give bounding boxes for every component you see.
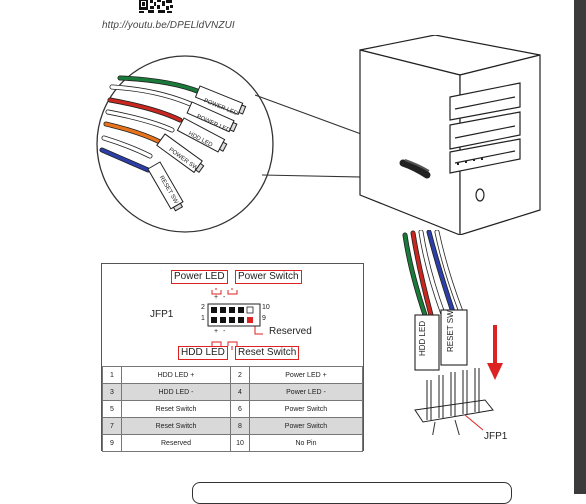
connector-label-jfp1: JFP1 [484, 431, 508, 442]
pin-cell: 8 [229, 417, 250, 435]
header-connection-illustration [402, 230, 503, 435]
table-row: 5 Reset Switch 6 Power Switch [102, 400, 364, 418]
desc-cell: Power LED - [248, 383, 364, 401]
desc-cell: Reset Switch [121, 400, 231, 418]
page-edge-shadow [574, 0, 586, 494]
pin-cell: 1 [102, 366, 122, 384]
pin-number-10: 10 [262, 304, 270, 311]
label-reset-switch: Reset Switch [235, 346, 300, 360]
pin-cell: 9 [102, 434, 122, 452]
callout-box [192, 482, 512, 504]
pin-number-2: 2 [201, 304, 205, 311]
jfp1-title: JFP1 [150, 309, 174, 320]
table-row: 1 HDD LED + 2 Power LED + [102, 366, 364, 384]
desc-cell: Reset Switch [121, 417, 231, 435]
pc-case-illustration [359, 35, 541, 235]
desc-cell: No Pin [248, 434, 364, 452]
label-power-switch: Power Switch [235, 270, 302, 284]
video-link[interactable]: http://youtu.be/DPELldVNZUI [102, 20, 235, 31]
pin-cell: 7 [102, 417, 122, 435]
pin-cell: 3 [102, 383, 122, 401]
desc-cell: Power LED + [248, 366, 364, 384]
qr-code-icon [138, 0, 174, 14]
reserved-label: Reserved [269, 326, 312, 337]
pin-cell: 5 [102, 400, 122, 418]
pin-number-1: 1 [201, 315, 205, 322]
polarity-plus-bottom: + [214, 328, 219, 335]
label-power-led: Power LED [171, 270, 228, 284]
desc-cell: HDD LED - [121, 383, 231, 401]
pin-cell: 4 [229, 383, 250, 401]
pin-cell: 6 [229, 400, 250, 418]
desc-cell: Power Switch [248, 400, 364, 418]
table-row: 7 Reset Switch 8 Power Switch [102, 417, 364, 435]
polarity-minus-top: - [223, 294, 226, 301]
pin-cell: 2 [229, 366, 250, 384]
pinout-table: 1 HDD LED + 2 Power LED + 3 HDD LED - 4 … [102, 366, 364, 452]
plug-label-hdd-led: HDD LED [418, 320, 427, 356]
table-row: 9 Reserved 10 No Pin [102, 434, 364, 452]
polarity-minus-bottom: - [223, 328, 226, 335]
desc-cell: Power Switch [248, 417, 364, 435]
pin-number-9: 9 [262, 315, 266, 322]
pin-cell: 10 [229, 434, 250, 452]
desc-cell: HDD LED + [121, 366, 231, 384]
label-hdd-led: HDD LED [178, 346, 228, 360]
polarity-plus-top: + [214, 294, 219, 301]
plug-label-reset-sw: RESET SW [446, 310, 455, 352]
jfp1-pinout-panel: Power LED Power Switch JFP1 [101, 263, 364, 452]
pin-header-diagram [207, 288, 263, 350]
desc-cell: Reserved [121, 434, 231, 452]
table-row: 3 HDD LED - 4 Power LED - [102, 383, 364, 401]
